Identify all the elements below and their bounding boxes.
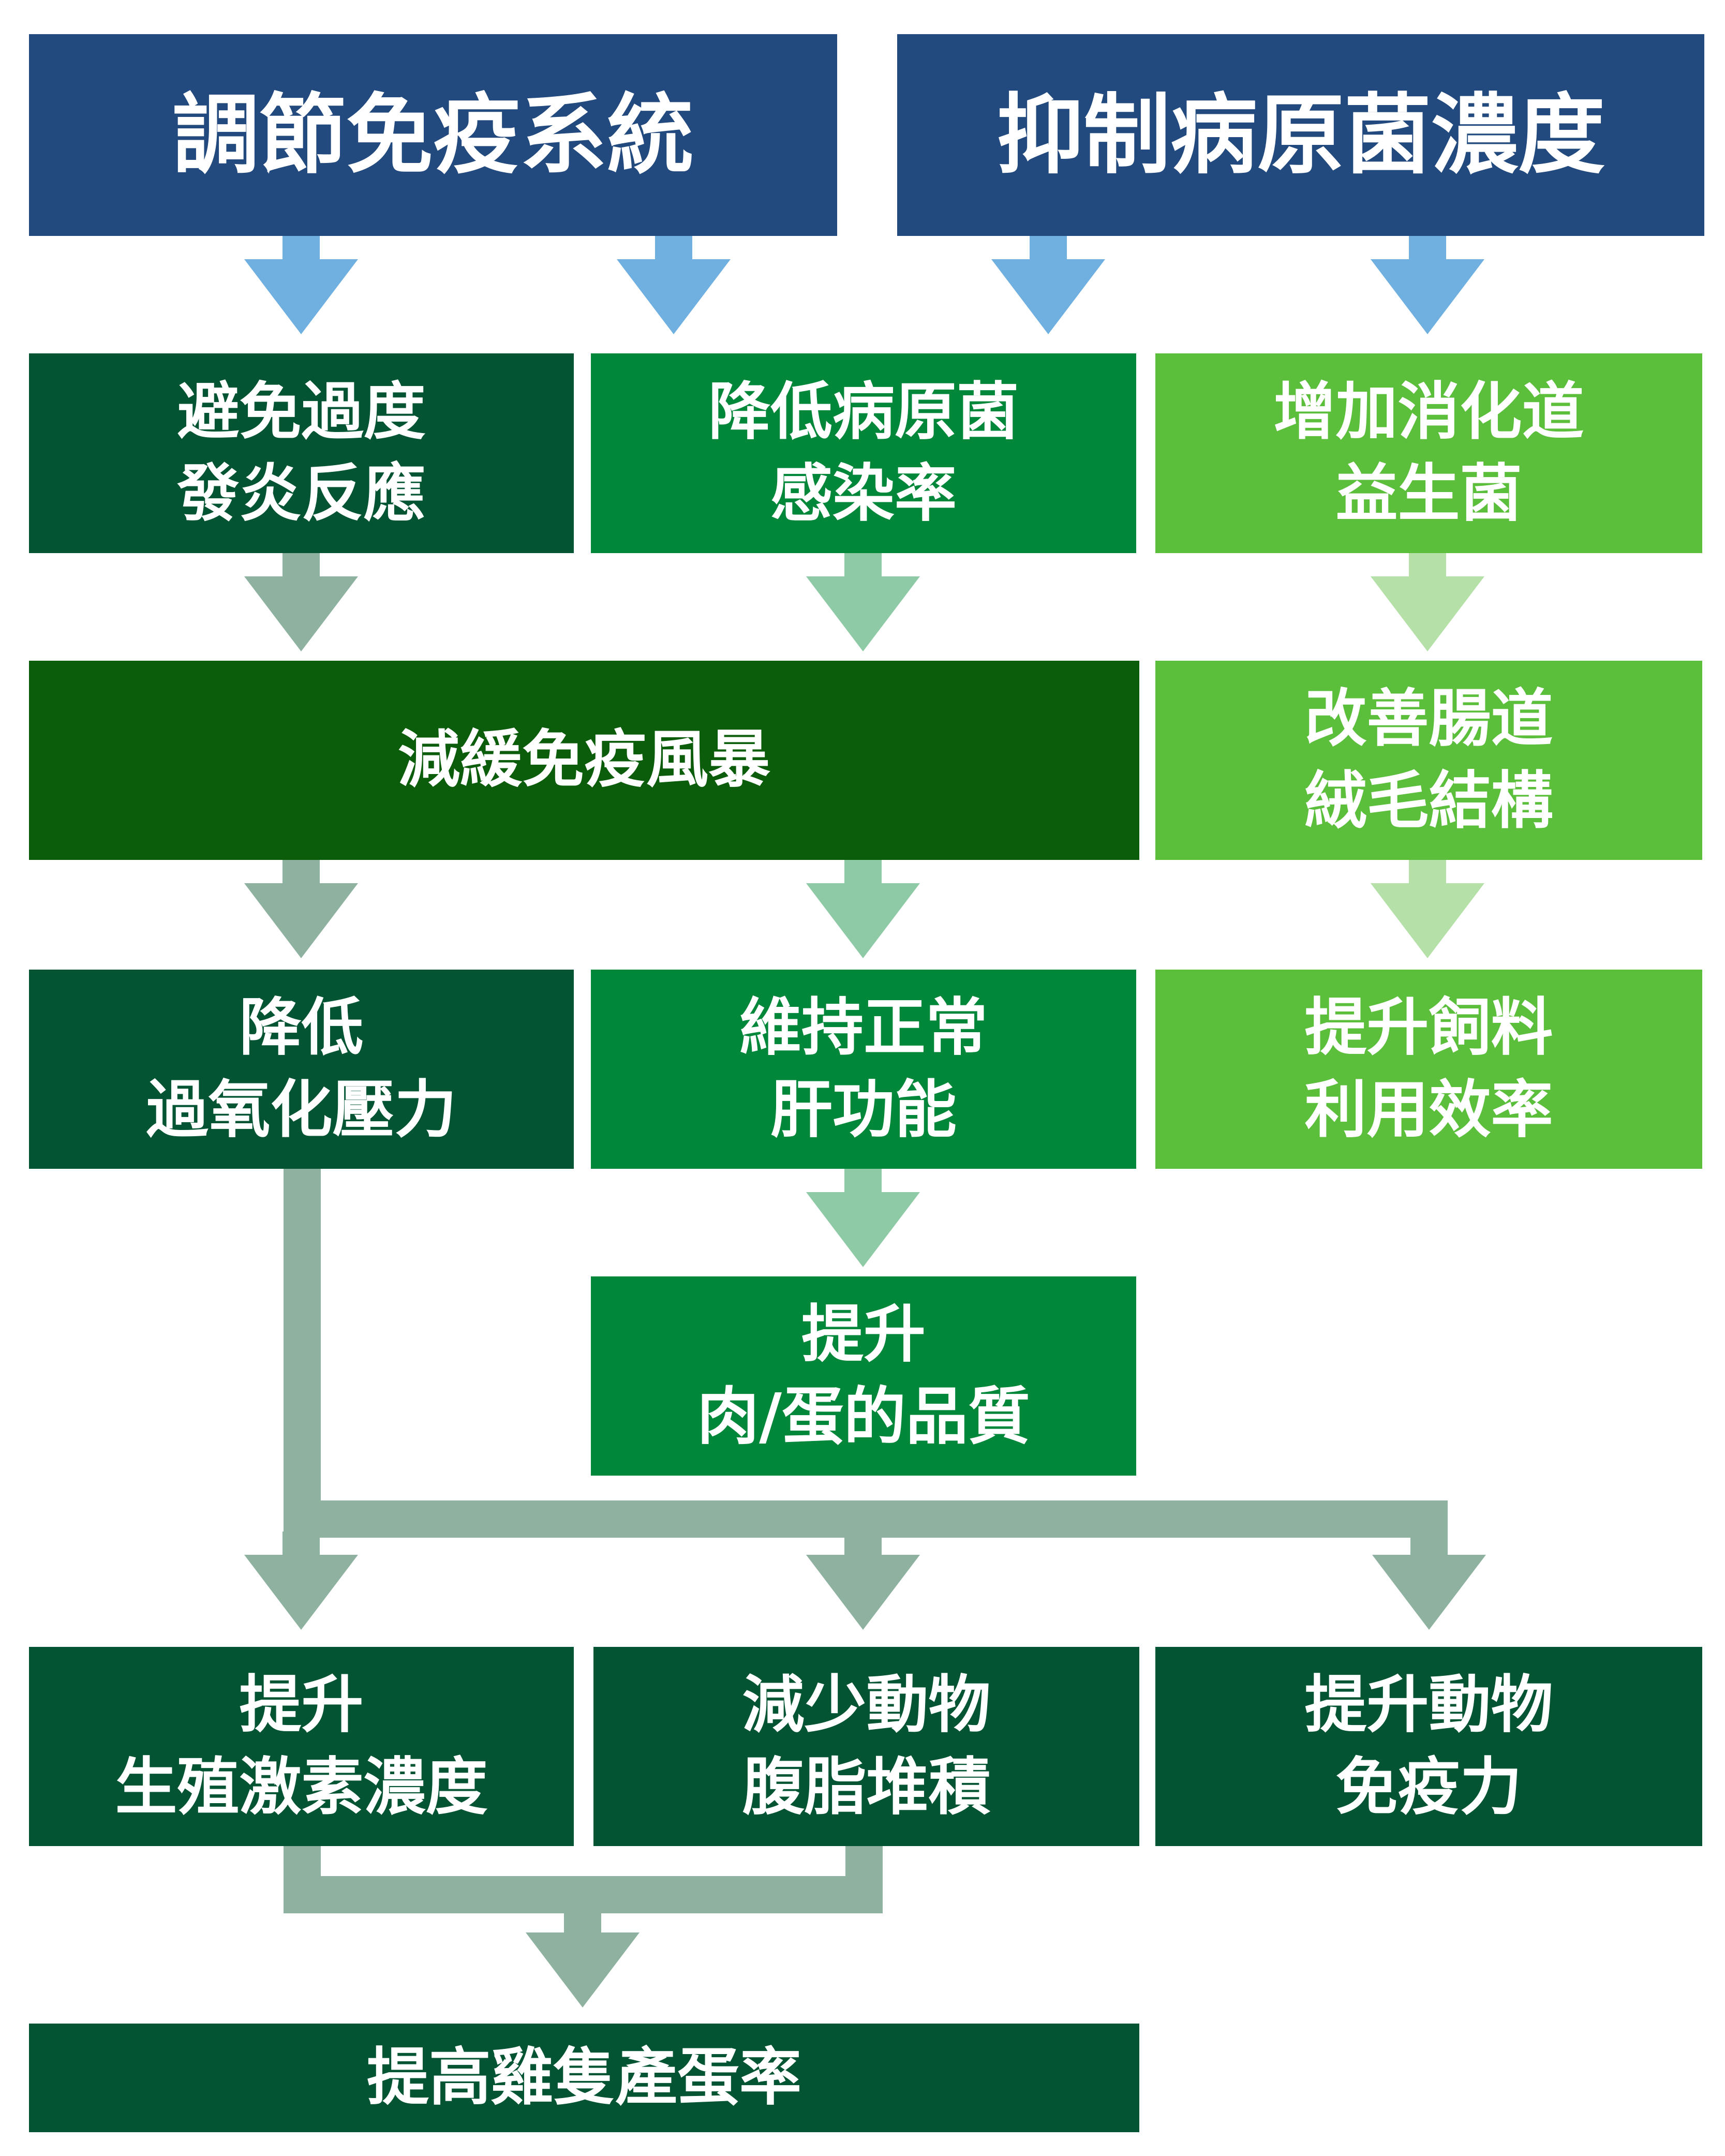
box-text-line-2: 過氧化壓力 bbox=[146, 1074, 457, 1146]
box-text-line-1: 提升飼料 bbox=[1304, 992, 1553, 1064]
arrow-down-icon bbox=[1372, 1531, 1486, 1630]
reproductive-hormone-box: 提升 生殖激素濃度 bbox=[29, 1647, 574, 1846]
arrow-down-icon bbox=[806, 1169, 920, 1267]
maintain-liver-box: 維持正常 肝功能 bbox=[591, 970, 1136, 1169]
arrow-down-icon bbox=[526, 1909, 640, 2008]
arrow-down-icon bbox=[244, 860, 358, 958]
box-text-line-2: 利用效率 bbox=[1304, 1074, 1553, 1146]
box-text-line-2: 腹脂堆積 bbox=[742, 1751, 991, 1823]
box-text-line-1: 避免過度 bbox=[177, 376, 426, 448]
box-text-line-2: 肉/蛋的品質 bbox=[697, 1380, 1030, 1453]
box-text-line-1: 提升動物 bbox=[1304, 1669, 1553, 1742]
box-text-line-1: 維持正常 bbox=[739, 992, 988, 1064]
box-text-line-2: 感染率 bbox=[770, 458, 957, 530]
feed-efficiency-box: 提升飼料 利用效率 bbox=[1155, 970, 1702, 1169]
inhibit-pathogen-header: 抑制病原菌濃度 bbox=[897, 34, 1704, 236]
connector-line bbox=[284, 1167, 321, 1529]
box-text-line-1: 提高雞隻產蛋率 bbox=[367, 2041, 801, 2114]
box-text-line-2: 生殖激素濃度 bbox=[115, 1751, 488, 1823]
box-text-line-2: 發炎反應 bbox=[177, 458, 426, 530]
box-text-line-2: 肝功能 bbox=[770, 1074, 957, 1146]
animal-immunity-box: 提升動物 免疫力 bbox=[1155, 1647, 1702, 1846]
arrow-down-icon bbox=[244, 1531, 358, 1630]
improve-villi-box: 改善腸道 絨毛結構 bbox=[1155, 661, 1702, 860]
reduce-oxidative-stress-box: 降低 過氧化壓力 bbox=[29, 970, 574, 1169]
arrow-down-icon bbox=[244, 553, 358, 651]
box-text-line-1: 降低 bbox=[239, 992, 364, 1064]
box-text-line-1: 改善腸道 bbox=[1304, 683, 1553, 755]
avoid-inflammation-box: 避免過度 發炎反應 bbox=[29, 353, 574, 553]
box-text-line-2: 免疫力 bbox=[1335, 1751, 1522, 1823]
box-text-line-1: 增加消化道 bbox=[1273, 376, 1584, 448]
header-text: 調節免疫系統 bbox=[172, 84, 694, 186]
reduce-infection-box: 降低病原菌 感染率 bbox=[591, 353, 1136, 553]
arrow-down-icon bbox=[1371, 860, 1484, 958]
arrow-down-icon bbox=[991, 236, 1105, 334]
arrow-down-icon bbox=[244, 236, 358, 334]
abdominal-fat-box: 減少動物 腹脂堆積 bbox=[593, 1647, 1139, 1846]
arrow-down-icon bbox=[1371, 236, 1484, 334]
regulate-immune-system-header: 調節免疫系統 bbox=[29, 34, 837, 236]
arrow-down-icon bbox=[806, 553, 920, 651]
box-text-line-1: 減少動物 bbox=[742, 1669, 991, 1742]
increase-probiotics-box: 增加消化道 益生菌 bbox=[1155, 353, 1702, 553]
box-text-line-1: 提升 bbox=[801, 1299, 926, 1371]
header-text: 抑制病原菌濃度 bbox=[997, 84, 1605, 186]
arrow-down-icon bbox=[617, 236, 731, 334]
egg-production-box: 提高雞隻產蛋率 bbox=[29, 2024, 1139, 2132]
meat-egg-quality-box: 提升 肉/蛋的品質 bbox=[591, 1276, 1136, 1476]
arrow-down-icon bbox=[806, 1531, 920, 1630]
box-text-line-1: 減緩免疫風暴 bbox=[398, 724, 770, 796]
arrow-down-icon bbox=[1371, 553, 1484, 651]
box-text-line-1: 提升 bbox=[239, 1669, 364, 1742]
ease-cytokine-storm-box: 減緩免疫風暴 bbox=[29, 661, 1139, 860]
box-text-line-2: 益生菌 bbox=[1335, 458, 1522, 530]
box-text-line-1: 降低病原菌 bbox=[708, 376, 1019, 448]
arrow-down-icon bbox=[806, 860, 920, 958]
box-text-line-2: 絨毛結構 bbox=[1304, 765, 1553, 837]
